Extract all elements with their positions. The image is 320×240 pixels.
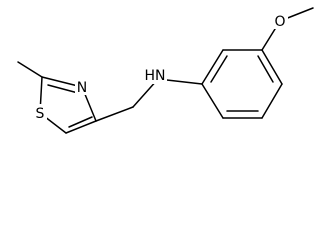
bond-ar4-ar5 <box>261 83 283 119</box>
atom-label-n: N <box>77 80 87 96</box>
atom-bg-s <box>33 104 47 121</box>
atom-bg-n <box>75 78 89 95</box>
atom-label-nh: HN <box>145 68 166 84</box>
bond-n3-c2-double <box>47 84 79 94</box>
bond-ar3-ar4-inner <box>257 55 274 83</box>
bond-ar1-ar2 <box>201 49 224 85</box>
molecule-structure: HN N S O <box>17 7 314 134</box>
atom-bg-o <box>272 12 288 29</box>
bond-c4-ch2 <box>95 106 134 122</box>
atom-label-s: S <box>36 106 45 122</box>
atom-label-o: O <box>274 14 285 30</box>
bond-ar3-ar4 <box>261 49 283 85</box>
bond-c5-c4 <box>65 120 97 134</box>
bond-ar1-ar2-inner <box>210 55 228 83</box>
bond-c5-c4-double <box>68 116 93 128</box>
atom-bg-nh <box>143 66 167 84</box>
bond-methyl-c2 <box>17 61 43 78</box>
bond-ar6-ar1 <box>201 83 224 119</box>
